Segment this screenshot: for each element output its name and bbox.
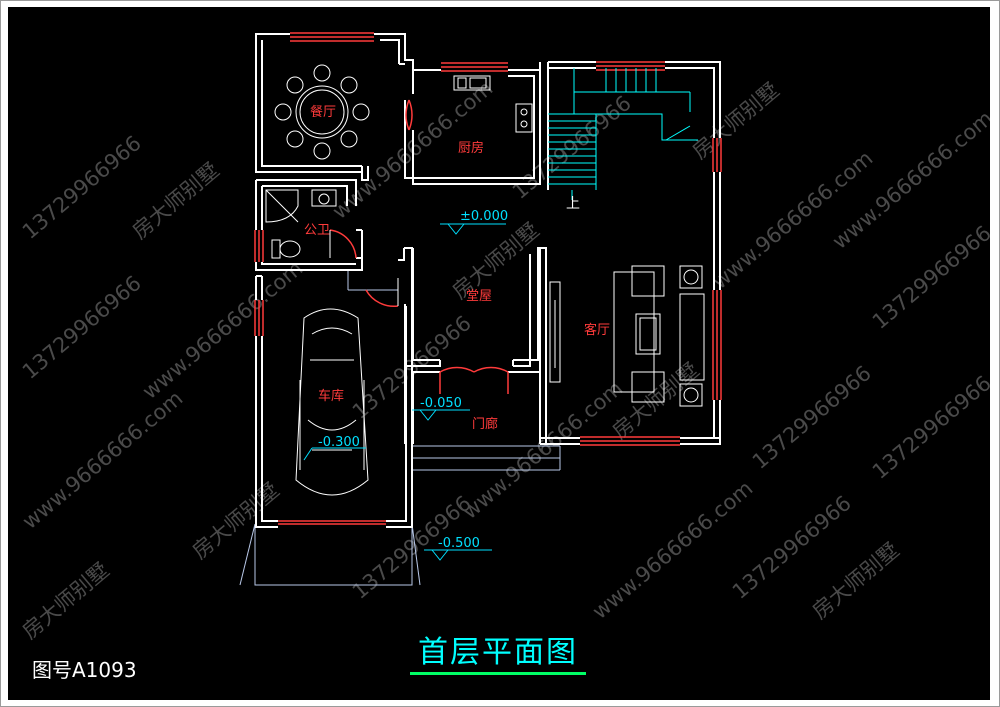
level-porch: -0.050	[420, 396, 462, 411]
door-leaves	[329, 230, 399, 306]
watermark-brand: 房大师别墅	[808, 538, 904, 624]
watermark-site: www.9666666.com	[588, 476, 758, 624]
living-furniture	[549, 265, 705, 407]
room-label-kitchen: 厨房	[458, 140, 484, 156]
room-label-bathroom: 公卫	[304, 223, 330, 238]
floor-plan: 13729966966 13729966966 www.9666666.com …	[18, 32, 990, 644]
figure-number: 图号A1093	[32, 658, 137, 682]
watermark-phone: 13729966966	[868, 371, 990, 484]
bathroom-fixtures	[265, 189, 337, 259]
kitchen-fixtures	[453, 75, 533, 133]
room-label-garage: 车库	[318, 388, 344, 404]
dining-table	[274, 64, 370, 160]
level-exterior: -0.500	[438, 536, 480, 551]
room-label-dining: 餐厅	[310, 104, 336, 120]
watermark-brand: 房大师别墅	[608, 358, 704, 444]
watermark-site: www.9666666.com	[138, 256, 308, 404]
staircase	[548, 68, 698, 200]
drawing-title: 首层平面图	[410, 634, 586, 675]
watermark-brand: 房大师别墅	[128, 158, 224, 244]
watermark-layer: 13729966966 13729966966 www.9666666.com …	[18, 76, 990, 644]
watermark-phone: 13729966966	[18, 131, 146, 244]
watermark-phone: 13729966966	[748, 361, 876, 474]
exterior-apron	[239, 270, 561, 586]
watermark-phone: 13729966966	[868, 221, 990, 334]
watermark-phone: 13729966966	[508, 91, 636, 204]
watermark-brand: 房大师别墅	[18, 558, 114, 644]
car-outline	[295, 308, 369, 496]
room-label-living: 客厅	[584, 322, 610, 338]
level-markers	[303, 223, 506, 561]
level-hall: ±0.000	[460, 209, 508, 224]
level-garage: -0.300	[318, 435, 360, 450]
watermark-phone: 13729966966	[18, 271, 146, 384]
windows	[254, 32, 722, 525]
room-label-porch: 门廊	[472, 416, 498, 432]
watermark-site: www.9666666.com	[18, 386, 188, 534]
cad-canvas: 13729966966 13729966966 www.9666666.com …	[8, 7, 990, 700]
room-label-hall: 堂屋	[466, 289, 492, 304]
walls	[255, 33, 721, 528]
stair-up-label: 上	[566, 196, 580, 212]
watermark-site: www.9666666.com	[458, 376, 628, 524]
watermark-brand: 房大师别墅	[688, 78, 784, 164]
